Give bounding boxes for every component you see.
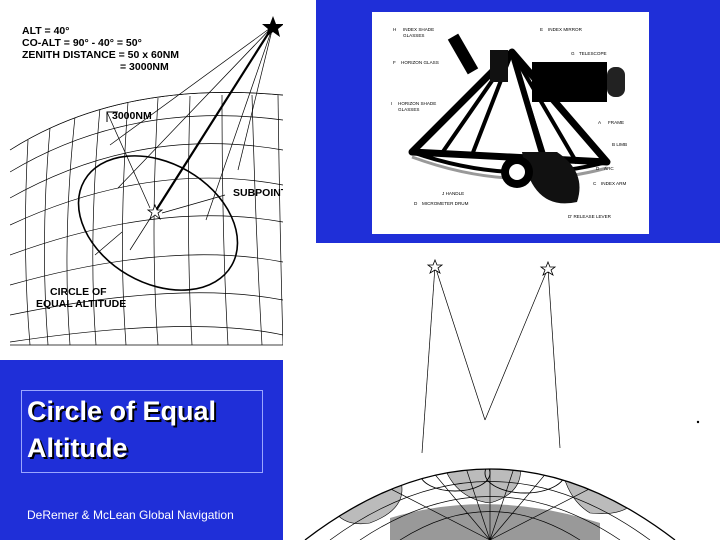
sextant-drawing: H INDEX SHADE GLASSES E INDEX MIRROR G T… [391, 27, 627, 219]
formula-alt: ALT = 40° [22, 25, 69, 37]
sextant-panel: H INDEX SHADE GLASSES E INDEX MIRROR G T… [316, 0, 720, 243]
title-line-2: Altitude [27, 433, 128, 463]
sextant-figure: H INDEX SHADE GLASSES E INDEX MIRROR G T… [372, 12, 649, 234]
title-panel: Circle of Equal Altitude DeRemer & McLea… [0, 360, 283, 540]
star-a-icon [426, 258, 444, 274]
label-b-limb: B LIMB [612, 142, 627, 147]
label-horizon-shade-glasses-2: GLASSES [398, 107, 419, 112]
sextant-labels: H INDEX SHADE GLASSES E INDEX MIRROR G T… [391, 27, 627, 219]
label-j-handle: J HANDLE [442, 191, 464, 196]
label-horizon-shade-glasses: HORIZON SHADE [398, 101, 436, 106]
equal-altitude-diagram: ALT = 40° CO-ALT = 90° - 40° = 50° ZENIT… [0, 0, 283, 360]
star-icon [262, 16, 283, 37]
star-b-icon [539, 260, 557, 276]
label-e: E [540, 27, 543, 32]
label-micrometer-drum: MICROMETER DRUM [422, 201, 469, 206]
globe-horizon [9, 92, 283, 151]
dome-map [305, 469, 675, 540]
label-index-mirror: INDEX MIRROR [548, 27, 583, 32]
label-d-arc: D [596, 166, 600, 171]
label-index-shade-glasses-2: GLASSES [403, 33, 424, 38]
two-star-globe-drawing [304, 258, 700, 540]
circle-label-line1: CIRCLE OF [50, 286, 107, 298]
label-c: C [593, 181, 597, 186]
label-horizon-glass: HORIZON GLASS [401, 60, 439, 65]
label-telescope: TELESCOPE [579, 51, 607, 56]
label-release-lever: D' RELEASE LEVER [568, 214, 612, 219]
globe-grid [10, 92, 283, 345]
subpoint-label: SUBPOINT [233, 187, 283, 199]
credit-text: DeRemer & McLean Global Navigation [27, 508, 234, 522]
circle-label-line2: EQUAL ALTITUDE [36, 298, 126, 310]
label-arc: ARC [604, 166, 614, 171]
label-d-drum: D [414, 201, 418, 206]
label-index-shade-glasses: INDEX SHADE [403, 27, 434, 32]
star-rays [109, 25, 274, 251]
label-index-arm: INDEX ARM [601, 181, 626, 186]
distance-label: 3000NM [112, 110, 152, 122]
label-f: F [393, 60, 396, 65]
formula-zenith-distance: ZENITH DISTANCE = 50 x 60NM [22, 49, 179, 61]
title-line-1: Circle of Equal [27, 396, 217, 426]
label-a: A [598, 120, 602, 125]
label-i: I [391, 101, 392, 106]
subpoint-star-icon [146, 203, 164, 221]
label-frame: FRAME [608, 120, 624, 125]
formula-result: = 3000NM [120, 61, 169, 73]
label-h: H [393, 27, 396, 32]
label-g: G [571, 51, 575, 56]
circle-of-equal-altitude [77, 155, 239, 291]
globe-projection-figure: ALT = 40° CO-ALT = 90° - 40° = 50° ZENIT… [9, 16, 283, 346]
two-star-globe-figure [290, 248, 720, 540]
formula-co-alt: CO-ALT = 90° - 40° = 50° [22, 37, 142, 49]
title-box: Circle of Equal Altitude [21, 390, 263, 473]
